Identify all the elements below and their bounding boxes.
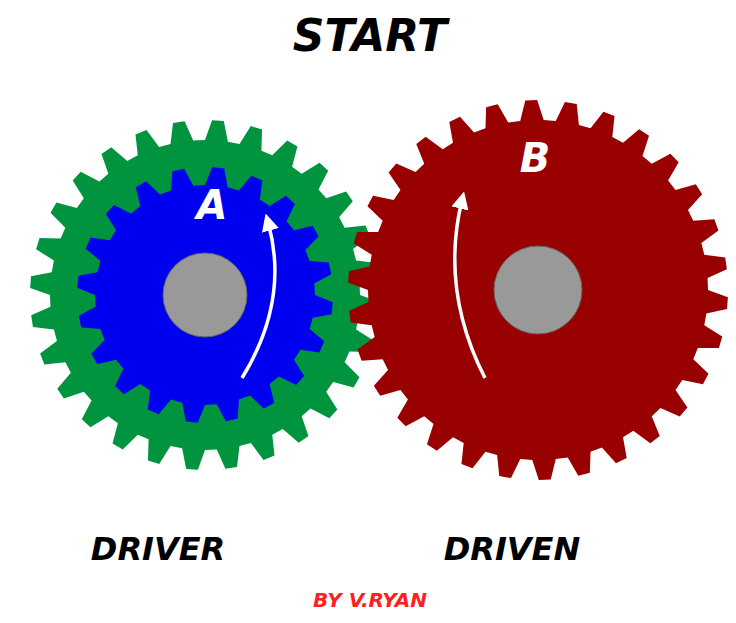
gear-hub <box>494 246 582 334</box>
gear-letter: B <box>520 135 551 181</box>
gear-teeth <box>77 167 333 423</box>
gear-role: DRIVEN <box>444 530 581 568</box>
driver-gear: A <box>30 120 380 470</box>
title: START <box>293 10 447 61</box>
gear-teeth <box>30 120 380 470</box>
gear-role: DRIVER <box>91 530 225 568</box>
gear-teeth <box>348 100 728 480</box>
rotation-arrow <box>242 222 275 378</box>
credit: BY V.RYAN <box>313 588 427 612</box>
gear-letter: A <box>197 182 228 228</box>
driven-gear: B <box>348 100 728 480</box>
rotation-arrow <box>455 200 485 378</box>
gear-shape <box>30 120 380 470</box>
gear-hub <box>163 253 247 337</box>
